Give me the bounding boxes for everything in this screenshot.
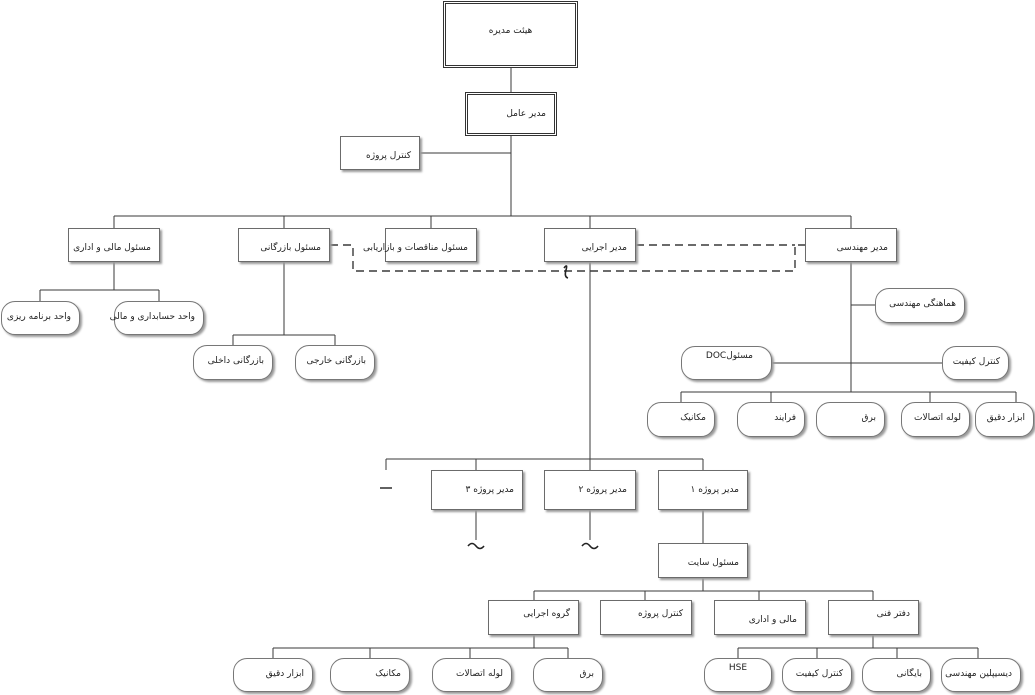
engineering-manager-box: مدیر مهندسی [805, 228, 897, 262]
exec-piping-label: لوله اتصالات [456, 669, 503, 679]
project-manager-2-box: مدیر پروژه ۲ [544, 470, 636, 510]
planning-unit-label: واحد برنامه ریزی [6, 312, 71, 322]
archive-box: بایگانی [862, 658, 931, 692]
ceo-label: مدیر عامل [506, 109, 546, 119]
engineering-coordination-box: هماهنگی مهندسی [875, 288, 965, 323]
site-manager-box: مسئول سایت [658, 543, 748, 578]
hse-box: HSE [704, 658, 772, 692]
project-control-box: کنترل پروژه [340, 136, 420, 170]
finance-admin-manager-box: مسئول مالی و اداری [68, 228, 160, 262]
exec-group-box: گروه اجرایی [488, 600, 579, 635]
ceo-box: مدیر عامل [465, 92, 557, 136]
accounting-unit-box: واحد حسابداری و مالی [109, 301, 204, 335]
project-control-label: کنترل پروژه [366, 151, 411, 161]
site-finance-admin-label: مالی و اداری [748, 615, 797, 625]
exec-piping-box: لوله اتصالات [432, 658, 512, 692]
board-label: هیئت مدیره [488, 26, 533, 36]
foreign-commerce-label: بازرگانی خارجی [306, 356, 366, 366]
project-manager-2-label: مدیر پروژه ۲ [578, 485, 627, 495]
tech-quality-control-box: کنترل کیفیت [782, 658, 852, 692]
tech-office-box: دفتر فنی [828, 600, 919, 635]
project-manager-1-box: مدیر پروژه ۱ [658, 470, 748, 510]
archive-label: بایگانی [896, 669, 922, 679]
exec-electrical-label: برق [579, 669, 594, 679]
tenders-manager-box: مسئول مناقصات و بازاریابی [363, 228, 477, 262]
tech-office-label: دفتر فنی [876, 609, 910, 619]
domestic-commerce-label: بازرگانی داخلی [207, 356, 264, 366]
engineering-discipline-box: دیسیپلین مهندسی [941, 658, 1021, 692]
tenders-manager-label: مسئول مناقصات و بازاریابی [363, 243, 468, 253]
exec-instrumentation-label: ابزار دقیق [265, 669, 304, 679]
project-manager-3-label: مدیر پروژه ۳ [465, 485, 514, 495]
discipline-process-label: فرایند [774, 413, 796, 423]
site-finance-admin-box: مالی و اداری [714, 600, 806, 635]
discipline-mechanical-box: مکانیک [647, 402, 715, 437]
site-manager-label: مسئول سایت [687, 558, 739, 568]
executive-manager-label: مدیر اجرایی [581, 243, 627, 253]
quality-control-label: کنترل کیفیت [952, 357, 1000, 367]
discipline-piping-box: لوله اتصالات [901, 402, 970, 437]
site-project-control-label: کنترل پروژه [638, 609, 683, 619]
commercial-manager-box: مسئول بازرگانی [238, 228, 330, 262]
exec-group-label: گروه اجرایی [523, 609, 570, 619]
exec-mechanical-box: مکانیک [330, 658, 410, 692]
accounting-unit-label: واحد حسابداری و مالی [109, 312, 195, 322]
discipline-instrumentation-box: ابزار دقیق [975, 402, 1034, 437]
domestic-commerce-box: بازرگانی داخلی [193, 345, 273, 380]
planning-unit-box: واحد برنامه ریزی [1, 301, 80, 335]
board-box: هیئت مدیره [443, 1, 578, 68]
doc-officer-box: مسئولDOC [681, 346, 772, 380]
engineering-coordination-label: هماهنگی مهندسی [889, 299, 956, 309]
project-manager-3-box: مدیر پروژه ۳ [431, 470, 523, 510]
hse-label: HSE [728, 663, 748, 673]
discipline-mechanical-label: مکانیک [680, 413, 706, 423]
discipline-piping-label: لوله اتصالات [914, 413, 961, 423]
site-project-control-box: کنترل پروژه [600, 600, 692, 635]
project-manager-1-label: مدیر پروژه ۱ [690, 485, 739, 495]
exec-instrumentation-box: ابزار دقیق [233, 658, 313, 692]
tech-quality-control-label: کنترل کیفیت [795, 669, 843, 679]
exec-mechanical-label: مکانیک [375, 669, 401, 679]
commercial-manager-label: مسئول بازرگانی [260, 243, 321, 253]
exec-electrical-box: برق [533, 658, 603, 692]
discipline-electrical-box: برق [816, 402, 885, 437]
doc-officer-label: مسئولDOC [705, 351, 753, 361]
foreign-commerce-box: بازرگانی خارجی [295, 345, 375, 380]
finance-admin-manager-label: مسئول مالی و اداری [73, 243, 151, 253]
discipline-instrumentation-label: ابزار دقیق [986, 413, 1025, 423]
discipline-process-box: فرایند [737, 402, 805, 437]
engineering-manager-label: مدیر مهندسی [836, 243, 888, 253]
quality-control-box: کنترل کیفیت [942, 346, 1009, 380]
engineering-discipline-label: دیسیپلین مهندسی [945, 669, 1012, 679]
discipline-electrical-label: برق [861, 413, 876, 423]
executive-manager-box: مدیر اجرایی [544, 228, 636, 262]
